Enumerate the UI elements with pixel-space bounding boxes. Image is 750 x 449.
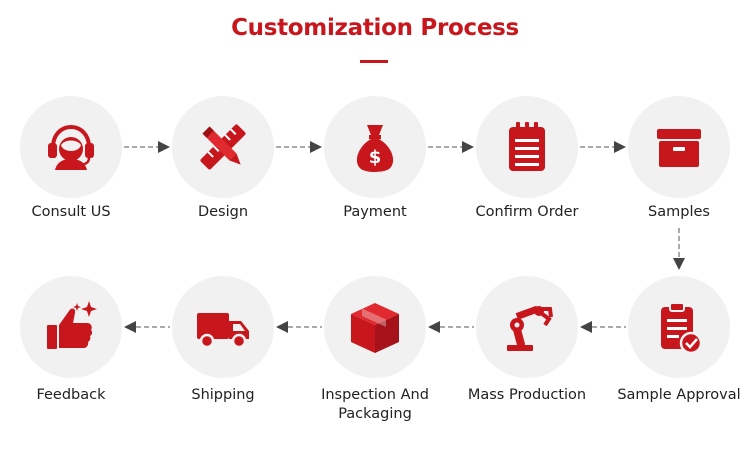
step-inspection-circle (324, 276, 426, 378)
thumbs-up-icon (47, 301, 97, 349)
package-box-icon (351, 303, 399, 353)
order-list-icon (509, 122, 545, 171)
page-title: Customization Process (231, 15, 519, 41)
title-underline (360, 60, 388, 63)
step-production-circle (476, 276, 578, 378)
delivery-truck-icon (197, 313, 249, 349)
step-label: Inspection And Packaging (321, 387, 429, 422)
arrow-right-icon (428, 140, 474, 154)
step-consult-circle (20, 96, 122, 198)
step-payment-circle: $ (324, 96, 426, 198)
svg-text:$: $ (369, 147, 382, 168)
step-label: Samples (648, 204, 710, 220)
step-label: Sample Approval (617, 387, 741, 403)
step-label: Design (197, 204, 249, 220)
step-confirm-circle (476, 96, 578, 198)
step-label: Confirm Order (475, 204, 579, 220)
arrow-right-icon (580, 140, 626, 154)
step-label: Consult US (31, 204, 111, 220)
headset-agent-icon (48, 124, 94, 170)
step-label: Feedback (36, 387, 106, 403)
arrow-down-icon (672, 228, 686, 272)
sample-box-icon (657, 129, 701, 167)
arrow-left-icon (276, 320, 322, 334)
pencil-ruler-icon (200, 124, 246, 170)
step-approval-circle (628, 276, 730, 378)
step-label: Mass Production (467, 387, 587, 403)
clipboard-check-icon (661, 302, 703, 355)
arrow-left-icon (580, 320, 626, 334)
step-label: Payment (343, 204, 407, 220)
money-bag-icon: $ (356, 125, 394, 172)
step-feedback-circle (20, 276, 122, 378)
arrow-right-icon (276, 140, 322, 154)
arrow-right-icon (124, 140, 170, 154)
step-shipping-circle (172, 276, 274, 378)
arrow-left-icon (124, 320, 170, 334)
robot-arm-icon (507, 305, 553, 351)
step-label: Shipping (191, 387, 255, 403)
arrow-left-icon (428, 320, 474, 334)
step-samples-circle (628, 96, 730, 198)
step-design-circle (172, 96, 274, 198)
